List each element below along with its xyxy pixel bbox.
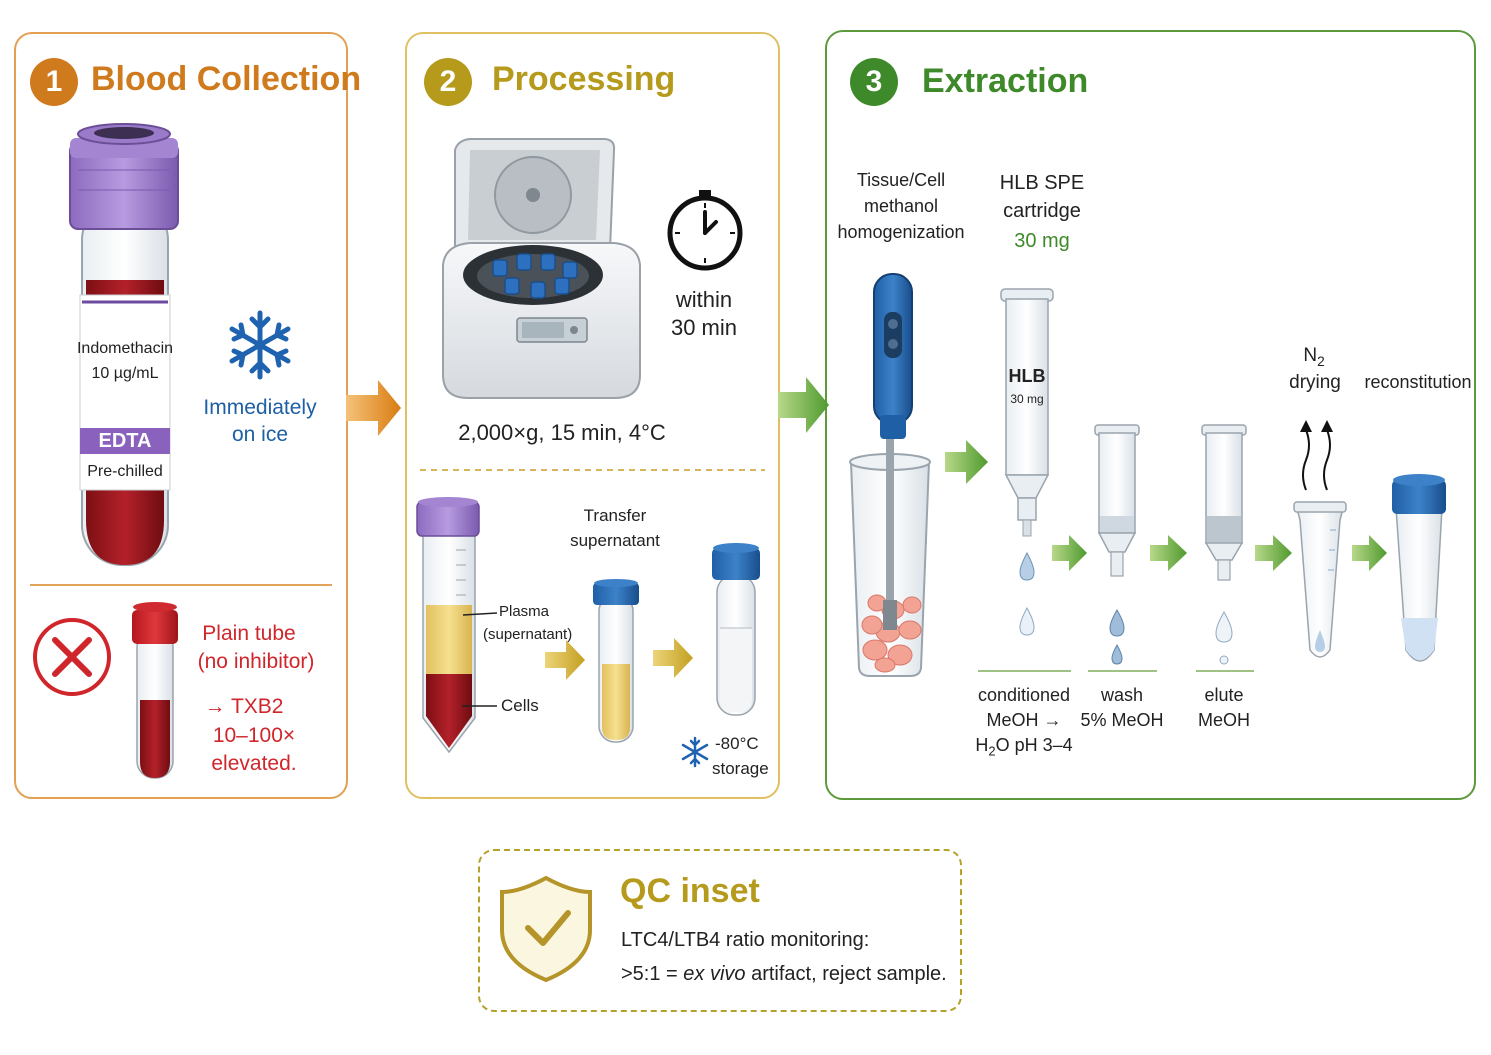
homogenizer-icon [849,273,931,677]
cartridge-mass-label: 30 mg [1010,392,1044,406]
plain-tube-text: Plain tube [202,622,296,645]
edta-tube-icon [69,123,179,566]
step-2-badge: 2 [424,58,472,106]
supernatant-label: (supernatant) [483,626,573,643]
panel-extraction [825,30,1476,800]
wash-cartridge-icon [1094,424,1140,665]
txb2-elevated-text: elevated. [211,752,297,775]
storage-temp-label: -80°C [715,734,759,753]
elute-text-line1: elute [1204,685,1244,705]
ice-text-line2: on ice [231,423,289,446]
hlb-text-mass: 30 mg [1014,230,1070,252]
txb2-fold-text: 10–100× [212,724,296,747]
storage-tube-icon [712,543,760,716]
conditioned-text-line3: H2O pH 3–4 [975,735,1073,759]
tube-label-prechilled: Pre-chilled [87,463,163,480]
arrow-to-processing [346,380,401,436]
cells-label: Cells [501,696,539,715]
tube-label-concentration: 10 µg/mL [91,365,159,382]
ice-text-line1: Immediately [203,396,317,419]
n2-label: N2 [1303,345,1325,369]
transfer-text-line2: supernatant [570,531,660,550]
qc-title: QC inset [620,872,760,910]
qc-line2: >5:1 = ex vivo artifact, reject sample. [621,963,947,985]
qc-line1: LTC4/LTB4 ratio monitoring: [621,929,870,951]
transfer-text-line1: Transfer [583,506,647,525]
homog-text-line1: Tissue/Cell [856,170,946,190]
no-inhibitor-text: (no inhibitor) [197,650,315,673]
arrow-to-drying [1255,535,1292,571]
reject-x-icon [33,618,111,696]
arrow-to-wash [1052,535,1087,571]
step-3-badge: 3 [850,58,898,106]
txb2-text: → TXB2 [204,695,284,718]
storage-label: storage [712,759,769,778]
supernatant-tube-icon [593,579,639,743]
plain-tube-icon [132,602,178,779]
qc-shield-check-icon [500,875,592,983]
homog-text-line2: methanol [863,196,939,216]
cartridge-hlb-label: HLB [1008,366,1046,386]
arrow-to-elute [1150,535,1187,571]
arrow-transfer-2 [653,638,693,678]
wash-text-line2: 5% MeOH [1080,710,1164,730]
wash-text-line1: wash [1100,685,1144,705]
step-1-badge: 1 [30,58,78,106]
arrow-to-reconstitution [1352,535,1387,571]
timer-30min-text: 30 min [670,315,738,340]
homog-text-line3: homogenization [837,222,965,242]
reconstitution-label: reconstitution [1364,372,1472,392]
blood-collection-title: Blood Collection [91,60,362,98]
timer-clock-icon [667,190,743,271]
conditioned-text-line2: MeOH → [986,710,1062,730]
tube-label-edta: EDTA [98,430,152,452]
centrifuge-conditions: 2,000×g, 15 min, 4°C [458,420,666,445]
processing-title: Processing [492,60,676,98]
conditioned-text-line1: conditioned [977,685,1071,705]
hlb-cartridge-icon [1000,288,1054,636]
hlb-text-line2: cartridge [1003,200,1081,222]
elute-cartridge-icon [1201,424,1247,665]
timer-within-text: within [675,287,733,312]
drying-tube-icon [1293,420,1347,658]
separated-blood-tube-icon [416,497,498,754]
hlb-text-line1: HLB SPE [999,172,1085,194]
reconstitution-tube-icon [1392,474,1446,662]
tube-label-indomethacin: Indomethacin [76,340,174,357]
plasma-label: Plasma [499,603,550,620]
arrow-transfer-1 [545,640,585,680]
snowflake-icon [229,310,291,380]
centrifuge-icon [442,138,641,399]
extraction-title: Extraction [922,62,1089,100]
freeze-snowflake-icon [681,736,709,768]
elute-text-line2: MeOH [1197,710,1251,730]
qc-inset-box [478,849,962,1012]
drying-label: drying [1289,372,1341,393]
arrow-to-cartridge [945,440,988,484]
arrow-to-extraction [778,377,829,433]
